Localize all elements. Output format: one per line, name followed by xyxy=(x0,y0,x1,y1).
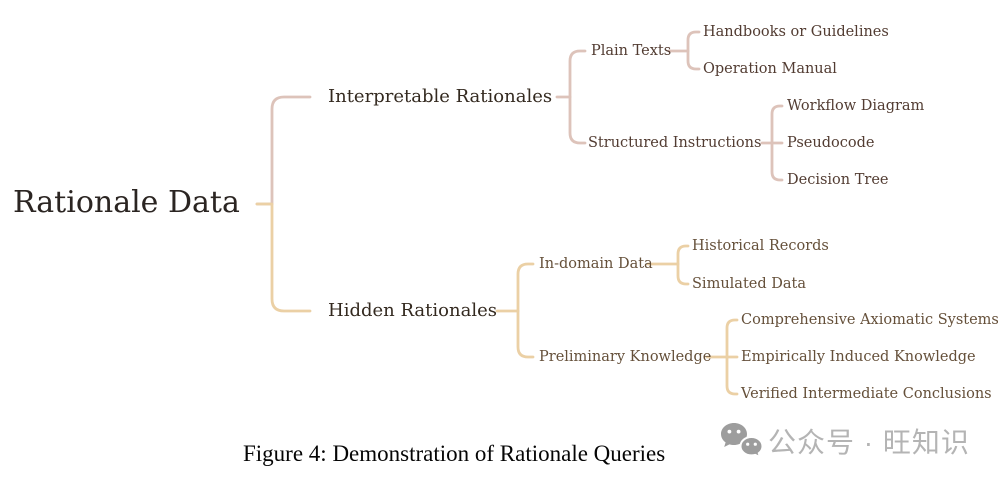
node-interpretable-rationales: Interpretable Rationales xyxy=(328,86,553,107)
node-pseudocode: Pseudocode xyxy=(787,134,875,151)
connector-in-domain-children-bracket xyxy=(676,244,690,286)
node-historical-records: Historical Records xyxy=(692,237,829,254)
node-empirically-induced-knowledge: Empirically Induced Knowledge xyxy=(741,348,976,365)
node-operation-manual: Operation Manual xyxy=(703,60,837,77)
wechat-icon xyxy=(721,423,764,460)
connector-interpretable-children-bracket xyxy=(568,49,587,145)
hidden-branch-connectors xyxy=(255,202,739,396)
figure-caption: Figure 4: Demonstration of Rationale Que… xyxy=(243,441,666,466)
node-workflow-diagram: Workflow Diagram xyxy=(787,97,925,114)
connector-hidden-children-bracket xyxy=(516,262,535,359)
interpretable-branch-connectors xyxy=(255,30,784,206)
node-handbooks-or-guidelines: Handbooks or Guidelines xyxy=(703,23,889,40)
connector-root-to-interpretable xyxy=(255,95,312,206)
node-plain-texts: Plain Texts xyxy=(591,42,672,59)
watermark: 公众号 · 旺知识 xyxy=(719,421,979,467)
connector-structured-instructions-children-bracket xyxy=(770,104,784,182)
node-comprehensive-axiomatic-systems: Comprehensive Axiomatic Systems xyxy=(741,311,998,328)
connector-plain-texts-children-bracket xyxy=(686,30,701,71)
node-simulated-data: Simulated Data xyxy=(692,275,806,292)
node-verified-intermediate-conclusions: Verified Intermediate Conclusions xyxy=(741,385,992,402)
node-in-domain-data: In-domain Data xyxy=(539,255,653,272)
node-structured-instructions: Structured Instructions xyxy=(588,134,762,151)
watermark-text: 公众号 · 旺知识 xyxy=(768,427,970,458)
node-decision-tree: Decision Tree xyxy=(787,171,889,188)
node-rationale-data: Rationale Data xyxy=(13,185,240,220)
node-hidden-rationales: Hidden Rationales xyxy=(328,300,497,321)
node-preliminary-knowledge: Preliminary Knowledge xyxy=(539,348,712,365)
connector-preliminary-children-bracket xyxy=(725,318,739,396)
connector-root-to-hidden xyxy=(255,202,312,313)
